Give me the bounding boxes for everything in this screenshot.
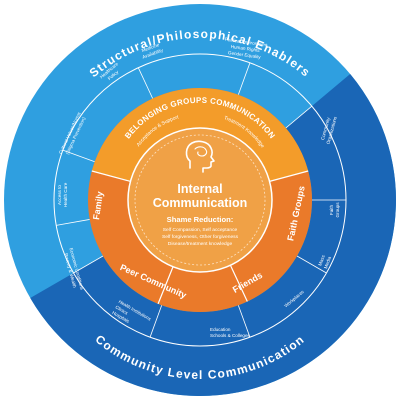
segment-label-line: Schools & Colleges bbox=[210, 333, 251, 338]
segment-divider bbox=[285, 105, 313, 129]
center-title-line2: Communication bbox=[153, 196, 247, 210]
group-divider bbox=[91, 170, 131, 182]
segment-dividers bbox=[56, 62, 346, 338]
segment-label-line: Clinics bbox=[115, 305, 130, 316]
segment-label-line: Education bbox=[210, 327, 231, 332]
dashed-circle bbox=[134, 134, 266, 266]
segment-divider bbox=[56, 219, 90, 226]
community-ring bbox=[30, 74, 397, 397]
center-title-line1: Internal bbox=[177, 182, 222, 196]
segment-label-line: Media bbox=[323, 255, 332, 269]
segment-label-line: Faith bbox=[329, 204, 334, 215]
segment-label-line: Medicine bbox=[141, 42, 160, 53]
center-line: Disease/treatment knowledge bbox=[168, 241, 233, 247]
center-line: Self Compassion, Self acceptance bbox=[163, 227, 238, 233]
group-family: Family bbox=[91, 191, 105, 221]
segment-divider bbox=[73, 255, 104, 274]
segment-divider bbox=[62, 149, 95, 163]
segment-label-line: Groups bbox=[335, 202, 340, 218]
segment-divider bbox=[237, 305, 251, 338]
segment-divider bbox=[137, 67, 154, 99]
segment-label-line: Human Rights bbox=[230, 44, 260, 53]
group-divider bbox=[269, 170, 309, 182]
structural-segment-label: Access toHealth Care bbox=[57, 182, 68, 207]
structural-segment-label: Political EnvironmentHuman RightsGender … bbox=[223, 37, 269, 61]
segment-label-line: Health Care bbox=[63, 182, 68, 207]
head-icon bbox=[185, 140, 215, 173]
community-segment-label: MassMedia bbox=[317, 253, 332, 269]
segment-divider bbox=[149, 305, 163, 338]
center-subtitle: Shame Reduction: bbox=[167, 215, 234, 224]
segment-label-line: Community bbox=[320, 116, 331, 140]
belonging-band bbox=[91, 88, 309, 182]
segment-label-line: Mass bbox=[317, 254, 326, 267]
group-dividers bbox=[91, 170, 309, 305]
group-divider bbox=[157, 266, 174, 305]
community-segment-label: FaithGroups bbox=[329, 202, 340, 218]
segment-divider bbox=[237, 62, 251, 95]
segment-divider bbox=[296, 255, 327, 274]
group-divider bbox=[229, 265, 248, 302]
center-circle bbox=[127, 127, 273, 273]
segment-label-line: Gender Equality bbox=[228, 50, 262, 60]
center-line: Self forgiveness, Other forgiveness bbox=[162, 234, 239, 240]
segment-label-line: Access to bbox=[57, 185, 62, 205]
segment-label-line: Political Environment bbox=[225, 37, 269, 48]
